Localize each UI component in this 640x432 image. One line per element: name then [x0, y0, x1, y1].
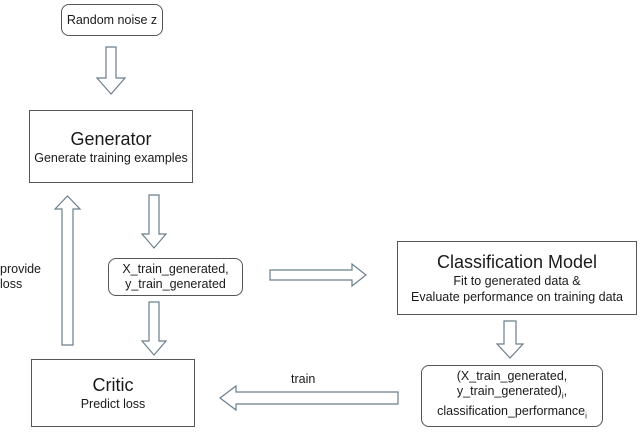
result-box: (X_train_generated, y_train_generated)i,… — [421, 365, 603, 427]
arrow-classifier-to-result — [495, 320, 525, 359]
provide-loss-label-2: loss — [0, 277, 23, 291]
classifier-box: Classification Model Fit to generated da… — [397, 241, 637, 315]
arrow-generator-to-data — [140, 194, 168, 249]
generated-line-1: X_train_generated, — [122, 262, 229, 276]
arrow-result-to-critic — [219, 384, 399, 412]
critic-title: Critic — [92, 375, 134, 395]
result-line-1: (X_train_generated, — [456, 369, 568, 383]
arrow-noise-to-generator — [95, 46, 127, 95]
train-label: train — [291, 372, 316, 386]
generator-subtitle: Generate training examples — [34, 150, 188, 165]
result-line-3-sub: i — [585, 411, 587, 420]
generator-box: Generator Generate training examples — [29, 110, 193, 183]
generated-line-2: y_train_generated — [125, 277, 226, 291]
result-line-2: y_train_generated)i, — [456, 384, 568, 401]
generated-data-box: X_train_generated, y_train_generated — [108, 258, 243, 296]
generator-title: Generator — [70, 128, 152, 149]
critic-subtitle: Predict loss — [80, 397, 146, 411]
provide-loss-label-1: provide — [0, 262, 41, 276]
critic-box: Critic Predict loss — [31, 359, 195, 427]
arrow-data-to-critic — [140, 301, 168, 356]
noise-label: Random noise z — [66, 12, 158, 27]
arrow-data-to-classifier — [269, 262, 367, 288]
classifier-line-1: Fit to generated data & — [453, 274, 581, 288]
classifier-title: Classification Model — [436, 252, 598, 272]
arrow-critic-to-generator — [53, 195, 82, 346]
result-line-3: classification_performancei — [437, 403, 587, 421]
noise-box: Random noise z — [61, 4, 163, 36]
result-line-2-sub: i — [561, 391, 564, 401]
classifier-line-2: Evaluate performance on training data — [411, 290, 623, 304]
